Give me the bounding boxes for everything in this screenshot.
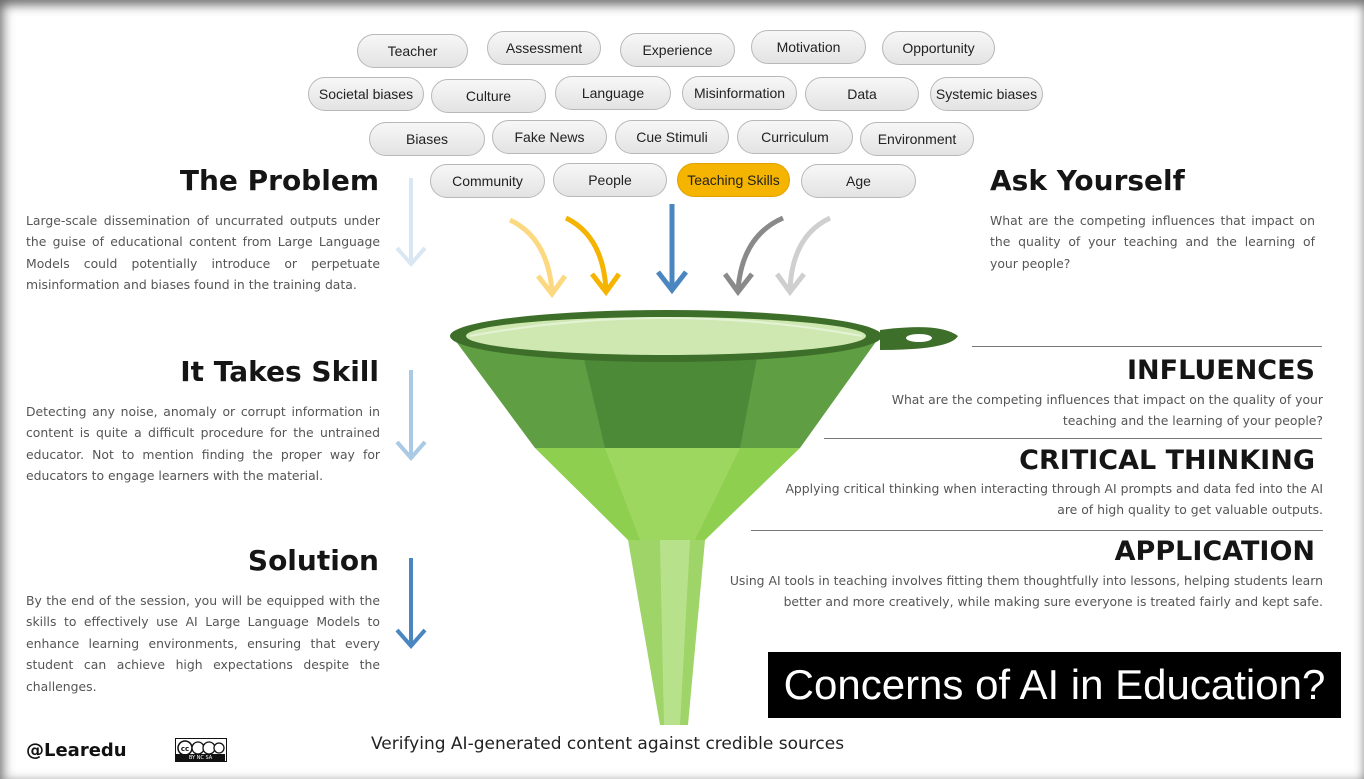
tag-pill: Age [801,164,916,198]
tag-pill-highlighted: Teaching Skills [677,163,790,197]
funnel-icon [450,310,958,725]
problem-text: Large-scale dissemination of uncurrated … [26,213,380,293]
tag-pill: Curriculum [737,120,853,154]
application-heading: APPLICATION [1114,536,1315,567]
tag-pill: Data [805,77,919,111]
footer-caption: Verifying AI-generated content against c… [371,734,845,754]
divider [824,438,1322,439]
tag-pill: Environment [860,122,974,156]
tag-pill: Assessment [487,31,601,65]
application-text: Using AI tools in teaching involves fitt… [729,573,1323,610]
influences-text: What are the competing influences that i… [891,392,1323,429]
arrow-curved-icon [722,215,785,297]
tag-pill: Opportunity [882,31,995,65]
arrow-down-icon [395,178,427,268]
tag-pill: Language [555,76,671,110]
arrow-down-icon [395,370,427,462]
ask-yourself-heading: Ask Yourself [990,164,1185,197]
arrow-curved-icon [508,217,568,299]
tag-pill: Cue Stimuli [615,120,729,154]
tag-pill: People [553,163,667,197]
tag-pill: Societal biases [308,77,424,111]
tag-pill: Experience [620,33,735,67]
critical-thinking-text: Applying critical thinking when interact… [785,481,1323,518]
tag-pill: Misinformation [682,76,797,110]
critical-thinking-heading: CRITICAL THINKING [1019,445,1315,476]
creative-commons-badge: cc BY NC SA [175,738,227,762]
skill-heading: It Takes Skill [180,355,379,388]
arrow-curved-icon [564,215,622,297]
ask-yourself-text: What are the competing influences that i… [990,213,1315,271]
tag-pill: Teacher [357,34,468,68]
tag-pill: Biases [369,122,485,156]
skill-text: Detecting any noise, anomaly or corrupt … [26,404,380,484]
tag-pill: Culture [431,79,546,113]
problem-heading: The Problem [179,164,379,197]
cc-license-text: BY NC SA [176,754,225,762]
svg-text:cc: cc [181,745,189,753]
influences-heading: INFLUENCES [1127,355,1315,386]
arrow-down-icon [656,204,688,295]
author-handle: @Learedu [26,740,127,761]
title-banner: Concerns of AI in Education? [768,652,1341,718]
tag-pill: Systemic biases [930,77,1043,111]
divider [972,346,1322,347]
arrow-curved-icon [774,215,832,297]
solution-text: By the end of the session, you will be e… [26,593,380,694]
tag-pill: Motivation [751,30,866,64]
solution-heading: Solution [247,544,379,577]
arrow-down-icon [395,558,427,650]
tag-pill: Community [430,164,545,198]
divider [751,530,1323,531]
tag-pill: Fake News [492,120,607,154]
